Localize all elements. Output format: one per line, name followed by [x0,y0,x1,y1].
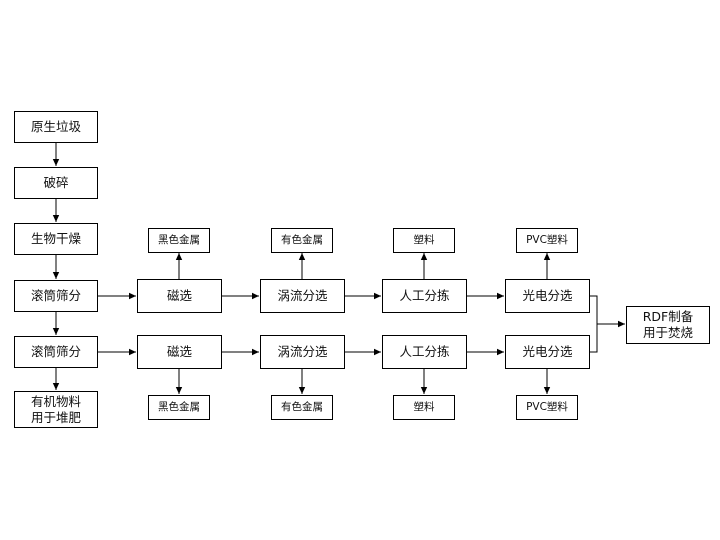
node-label: 涡流分选 [277,344,328,360]
node-nonferrous-2: 有色金属 [271,395,333,420]
node-label: 涡流分选 [277,288,328,304]
node-label: 塑料 [413,233,435,246]
connector-optical2-to-merge [590,324,598,353]
node-label: 塑料 [413,400,435,413]
node-label: 人工分拣 [399,288,450,304]
node-rdf-incineration: RDF制备 用于焚烧 [626,306,710,344]
node-label: 磁选 [166,288,192,304]
node-label-line1: 有机物料 [30,393,81,409]
node-label: PVC塑料 [526,400,568,413]
node-label: 原生垃圾 [30,119,81,135]
node-eddy-1: 涡流分选 [260,279,345,313]
node-optical-1: 光电分选 [505,279,590,313]
node-label: 黑色金属 [158,233,200,246]
node-label: 人工分拣 [399,344,450,360]
node-label: 生物干燥 [30,231,81,247]
node-label: 黑色金属 [158,400,200,413]
node-trommel-2: 滚筒筛分 [14,336,98,368]
node-label: 有色金属 [281,233,323,246]
node-magnetic-2: 磁选 [137,335,222,369]
node-raw-waste: 原生垃圾 [14,111,98,143]
node-label: 滚筒筛分 [30,344,81,360]
node-plastic-2: 塑料 [393,395,455,420]
node-organic-compost: 有机物料 用于堆肥 [14,391,98,428]
connector-optical1-to-merge [590,295,598,324]
node-label: 磁选 [166,344,192,360]
node-label: PVC塑料 [526,233,568,246]
node-manual-2: 人工分拣 [382,335,467,369]
node-label: 滚筒筛分 [30,288,81,304]
node-eddy-2: 涡流分选 [260,335,345,369]
node-label: 光电分选 [522,288,573,304]
node-pvc-1: PVC塑料 [516,228,578,253]
node-bio-drying: 生物干燥 [14,223,98,255]
node-label: 光电分选 [522,344,573,360]
node-trommel-1: 滚筒筛分 [14,280,98,312]
node-ferrous-2: 黑色金属 [148,395,210,420]
node-label: 破碎 [43,175,69,191]
node-label-line2: 用于堆肥 [30,409,81,425]
node-optical-2: 光电分选 [505,335,590,369]
node-label-line1: RDF制备 [642,309,694,325]
node-magnetic-1: 磁选 [137,279,222,313]
node-label-line2: 用于焚烧 [642,325,693,340]
node-nonferrous-1: 有色金属 [271,228,333,253]
node-crushing: 破碎 [14,167,98,199]
node-manual-1: 人工分拣 [382,279,467,313]
node-pvc-2: PVC塑料 [516,395,578,420]
node-ferrous-1: 黑色金属 [148,228,210,253]
node-label: 有色金属 [281,400,323,413]
node-plastic-1: 塑料 [393,228,455,253]
